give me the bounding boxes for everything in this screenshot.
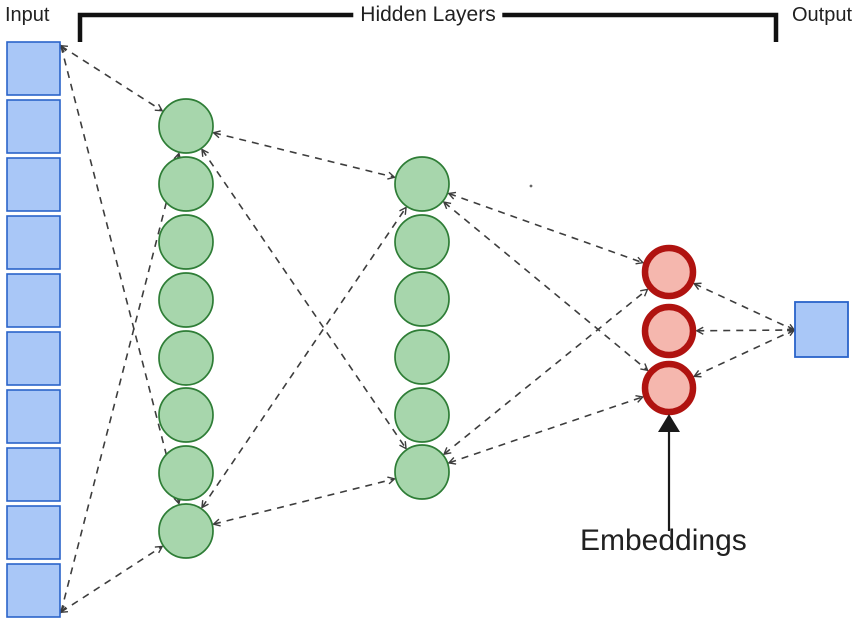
input-node — [6, 157, 61, 212]
connector-line — [447, 395, 645, 465]
connector-line — [59, 44, 164, 112]
connector-line — [695, 325, 796, 335]
hidden-node — [394, 214, 450, 270]
hidden-node — [158, 214, 214, 270]
hidden-node — [158, 503, 214, 559]
connector-line — [442, 201, 649, 372]
stray-dot — [529, 184, 533, 188]
input-node — [6, 447, 61, 502]
input-node — [6, 273, 61, 328]
output-layer-label: Output — [792, 4, 853, 26]
connector-line — [692, 282, 796, 332]
hidden-node — [394, 329, 450, 385]
connector-line — [212, 130, 396, 180]
hidden-node — [158, 156, 214, 212]
connector-line — [212, 476, 396, 527]
input-node — [6, 41, 61, 96]
connector-line — [442, 288, 649, 456]
hidden-node — [158, 445, 214, 501]
embedding-node — [641, 360, 697, 416]
hidden-node — [158, 98, 214, 154]
input-node — [6, 331, 61, 386]
connector-line — [692, 328, 796, 378]
input-layer-label: Input — [5, 4, 50, 26]
hidden-node — [394, 387, 450, 443]
input-node — [6, 505, 61, 560]
embedding-node — [641, 244, 697, 300]
embeddings-arrowhead-icon — [658, 414, 680, 432]
hidden-node — [394, 271, 450, 327]
connector-line — [201, 148, 407, 450]
output-node — [794, 301, 849, 358]
embeddings-label: Embeddings — [580, 524, 747, 557]
embedding-node — [641, 303, 697, 359]
hidden-layers-label: Hidden Layers — [353, 3, 503, 27]
hidden-node — [158, 330, 214, 386]
connector-line — [58, 152, 182, 614]
hidden-node — [158, 387, 214, 443]
connector-line — [59, 545, 164, 614]
connector-line — [201, 206, 407, 509]
input-node — [6, 99, 61, 154]
connector-line — [447, 191, 645, 265]
hidden-node — [158, 272, 214, 328]
input-node — [6, 389, 61, 444]
input-node — [6, 215, 61, 270]
input-node — [6, 563, 61, 618]
hidden-node — [394, 156, 450, 212]
hidden-node — [394, 444, 450, 500]
